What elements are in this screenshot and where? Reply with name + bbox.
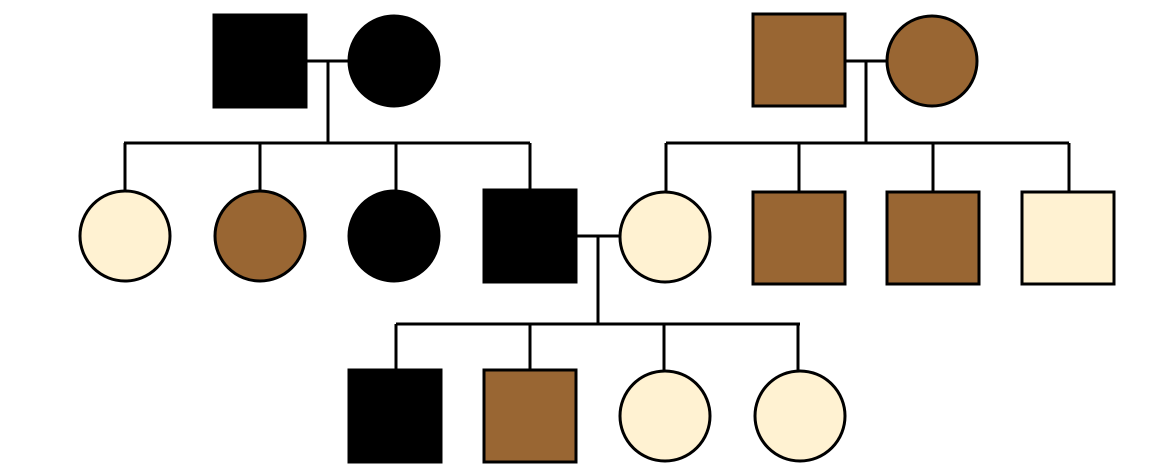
g3-child-1-male-square <box>347 368 443 464</box>
pedigree-lines <box>123 59 1071 371</box>
g1-left-mother-female-circle <box>347 14 441 108</box>
g3-child-4-female-circle <box>753 369 847 463</box>
g2-right-child-3-male-square <box>885 190 981 286</box>
g3-child-3-female-circle <box>618 369 712 463</box>
g2-right-child-4-male-square <box>1020 190 1116 286</box>
pedigree-individuals <box>78 12 1116 464</box>
g2-left-child-3-female-circle <box>347 189 441 283</box>
g2-left-child-1-female-circle <box>78 189 172 283</box>
g2-left-child-4-male-square <box>482 188 578 284</box>
g1-left-father-male-square <box>212 13 308 109</box>
g1-right-father-male-square <box>751 12 847 108</box>
g2-right-child-2-male-square <box>751 190 847 286</box>
g2-right-child-1-female-circle <box>618 190 712 284</box>
g2-left-child-2-female-circle <box>213 189 307 283</box>
g1-right-mother-female-circle <box>885 14 979 108</box>
g3-child-2-male-square <box>482 368 578 464</box>
